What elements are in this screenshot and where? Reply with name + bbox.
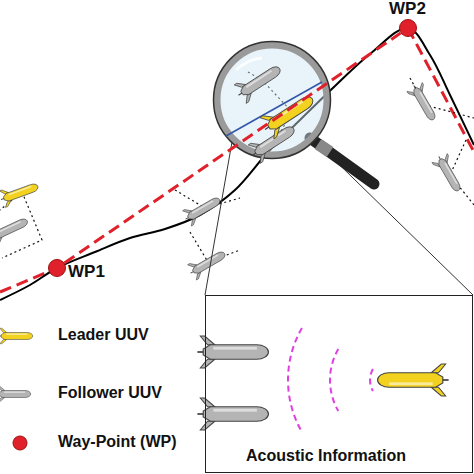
uuv-highlight: [197, 254, 219, 267]
uuv-hull: [0, 217, 29, 239]
uuv-propeller: [265, 127, 269, 130]
legend-follower-icon: [0, 386, 31, 401]
uuv-hull: [239, 64, 282, 97]
uuv-highlight: [260, 130, 286, 148]
uuv-hull: [378, 373, 443, 388]
legend-entry: Way-Point (WP): [58, 433, 177, 451]
uuv-hull: [1, 333, 33, 340]
uuv-hull: [0, 391, 31, 398]
acoustic-wave: [330, 349, 338, 411]
uuv-highlight: [246, 70, 272, 88]
legend-entry: Leader UUV: [58, 326, 149, 344]
zoomed-path: [226, 82, 322, 136]
legend-entry: Follower UUV: [58, 384, 162, 402]
waypoint-circle: [48, 259, 66, 277]
uuv-propeller: [1, 199, 4, 200]
waypoint-node: WP2: [399, 19, 417, 37]
uuv-propeller: [239, 93, 242, 95]
legend-waypoint-icon: [13, 436, 27, 450]
uuv-propeller: [443, 379, 449, 381]
waypoint-dot: [400, 20, 417, 37]
acoustic-wave: [370, 369, 373, 391]
uuv-hull: [437, 157, 462, 192]
magnifier-rim: [214, 42, 331, 159]
zoom-line: [205, 142, 232, 295]
follower-uuv: [197, 398, 268, 430]
uuv-highlight: [8, 186, 31, 196]
uuv-hull: [3, 182, 40, 202]
inset-title: Acoustic Information: [246, 447, 406, 465]
uuv-propeller: [0, 336, 1, 337]
uuv-highlight: [4, 391, 25, 392]
follower-uuv: [0, 213, 31, 246]
waypoint-dot: [49, 260, 66, 277]
uuv-propeller: [253, 153, 256, 155]
uuv-propeller: [414, 86, 416, 89]
uuv-propeller: [191, 272, 194, 274]
magnifier-handle: [310, 138, 374, 184]
legend-leader-icon: [0, 328, 33, 343]
uuv-highlight: [6, 333, 27, 334]
uuv-propeller: [197, 351, 203, 353]
leader-uuv: [0, 178, 41, 208]
uuv-hull: [412, 86, 437, 121]
acoustic-wave: [288, 328, 302, 432]
magnifier-lens: [217, 45, 327, 155]
waypoint-circle: [399, 19, 417, 37]
waypoint-node: WP1: [48, 259, 66, 277]
uuv-highlight: [444, 163, 457, 185]
follower-uuv: [197, 336, 268, 368]
leader-uuv: [378, 364, 449, 396]
formation-line: [450, 140, 474, 205]
uuv-propeller: [197, 413, 203, 415]
magnifier-collar: [318, 144, 330, 152]
lens-glare: [236, 58, 262, 70]
waypoint-label: WP1: [68, 262, 105, 282]
inset-box: Acoustic Information: [205, 295, 473, 473]
waypoint-label: WP2: [389, 0, 426, 19]
uuv-highlight: [192, 200, 214, 213]
uuv-propeller: [439, 157, 441, 160]
uuv-hull: [203, 345, 268, 360]
follower-uuv: [431, 152, 466, 195]
planned-path: [64, 33, 400, 263]
actual-trajectory: [0, 28, 474, 300]
follower-uuv: [186, 246, 229, 281]
uuv-hull: [186, 196, 221, 221]
planned-path: [0, 268, 57, 292]
uuv-propeller: [186, 218, 189, 220]
uuv-hull: [266, 94, 316, 132]
uuv-highlight: [389, 382, 433, 385]
uuv-highlight: [213, 409, 257, 412]
uuv-highlight: [213, 347, 257, 350]
planned-path: [408, 28, 474, 152]
follower-uuv: [406, 81, 441, 124]
uuv-highlight: [419, 92, 432, 114]
uuv-highlight: [0, 221, 21, 233]
uuv-hull: [203, 407, 268, 422]
